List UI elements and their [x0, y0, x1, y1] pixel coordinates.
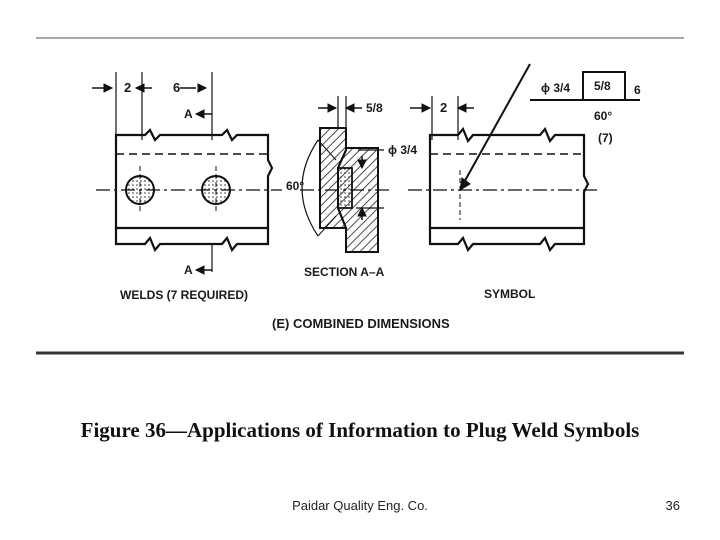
symbol-dia: ϕ 3/4: [541, 81, 570, 95]
section-a-top: A: [184, 107, 193, 121]
welds-caption: WELDS (7 REQUIRED): [120, 288, 248, 302]
figure-drawing: 2 6 A A WELDS (7 REQUIRED) 5/8 ϕ 3/4 60°…: [36, 37, 684, 355]
symbol-caption: SYMBOL: [484, 287, 535, 301]
symbol-view: [408, 63, 640, 253]
section-a-bottom: A: [184, 263, 193, 277]
section-dim-5-8: 5/8: [366, 101, 383, 115]
dim-2-left: 2: [124, 80, 131, 95]
page-number: 36: [665, 498, 680, 513]
symbol-dim-2: 2: [440, 100, 447, 115]
welds-view: [92, 72, 282, 275]
section-caption: SECTION A–A: [304, 265, 385, 279]
symbol-depth: 5/8: [594, 79, 611, 93]
footer-company: Paidar Quality Eng. Co.: [292, 498, 428, 513]
symbol-count: (7): [598, 131, 613, 145]
section-angle-60: 60°: [286, 179, 304, 193]
symbol-angle: 60°: [594, 109, 612, 123]
symbol-pitch: 6: [634, 83, 641, 97]
combined-caption: (E) COMBINED DIMENSIONS: [272, 316, 450, 331]
section-dia-3-4: ϕ 3/4: [388, 143, 417, 157]
dim-6-left: 6: [173, 80, 180, 95]
figure-title: Figure 36—Applications of Information to…: [80, 418, 640, 442]
section-view: [300, 96, 392, 253]
